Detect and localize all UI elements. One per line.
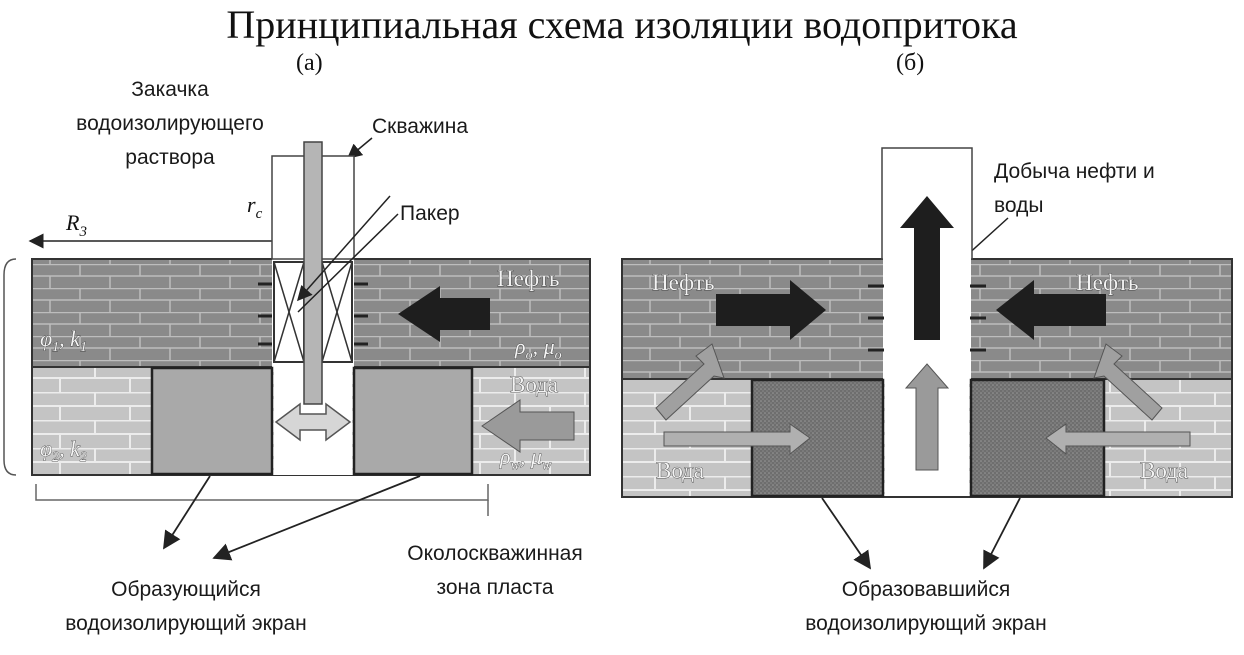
panel-b: (б) Добыча нефти и воды [621,50,1233,635]
screen-pointer-b2 [983,497,1021,570]
water-cone-arrow-left [655,343,725,421]
perforations-a [258,282,368,346]
water-layer-props: φ2, k2 [40,436,87,465]
zone-label-line1: Околоскважинная [407,542,582,565]
screen-label-a-line1: Образующийся [111,578,261,601]
oil-label-b-right: Нефть [1076,270,1139,295]
screen-pointer-b1 [821,497,872,570]
oil-inflow-arrow-a [398,286,490,342]
panel-a: (а) Закачка водоизолирующего раствора Ск… [3,50,591,635]
oil-inflow-arrow-left [716,280,826,340]
packer-label: Пакер [400,202,460,225]
water-inflow-arrow-right [1045,423,1191,456]
water-inflow-arrow-a [481,399,575,453]
injection-label-line1: Закачка [131,78,209,101]
oil-inflow-arrow-right [996,280,1106,340]
oil-fluid-props: ρo, μo [514,334,562,363]
production-label-line2: воды [994,194,1044,217]
formed-screen-left [750,378,885,498]
packer-pointer-2 [297,195,391,302]
oil-label-b-left: Нефть [652,270,715,295]
zone-label-line2: зона пласта [436,576,553,599]
packer-pointer-1 [297,213,399,313]
water-rise-arrow [904,363,950,471]
perforations-b [868,284,986,352]
production-label-line1: Добыча нефти и [994,160,1155,183]
tubing-a [303,141,323,405]
well-label: Скважина [372,115,468,138]
screen-label-b-line1: Образовавшийся [842,578,1011,601]
injection-spread-arrow [274,402,352,442]
radius-well-label: rc [247,192,263,222]
panel-a-label: (а) [296,50,323,76]
screen-label-a-line2: водоизолирующий экран [65,612,307,635]
water-inflow-arrow-left [663,423,811,456]
screen-pointer-a2 [212,475,421,561]
production-arrow [900,196,954,340]
water-label-b-right: Вода [1140,458,1188,483]
water-cone-arrow-right [1093,343,1163,421]
screen-label-b-line2: водоизолирующий экран [805,612,1047,635]
oil-layer-props: φ1, k1 [40,326,87,355]
water-fluid-props: ρw, μw [499,444,552,473]
zone-brace [35,484,489,501]
screen-pointer-a1 [163,475,211,550]
forming-screen-left [150,366,274,476]
oil-label-a: Нефть [497,266,560,291]
radius-zone-label: R3 [65,210,87,240]
forming-screen-right [352,366,474,476]
page-title: Принципиальная схема изоляции водоприток… [226,2,1018,47]
water-label-a: Вода [510,372,558,397]
height-bracket [3,258,17,476]
well-pointer [346,137,373,159]
panel-b-label: (б) [896,50,924,76]
water-label-b-left: Вода [656,458,704,483]
injection-label-line2: водоизолирующего [76,112,264,135]
injection-label-line3: раствора [125,146,215,169]
